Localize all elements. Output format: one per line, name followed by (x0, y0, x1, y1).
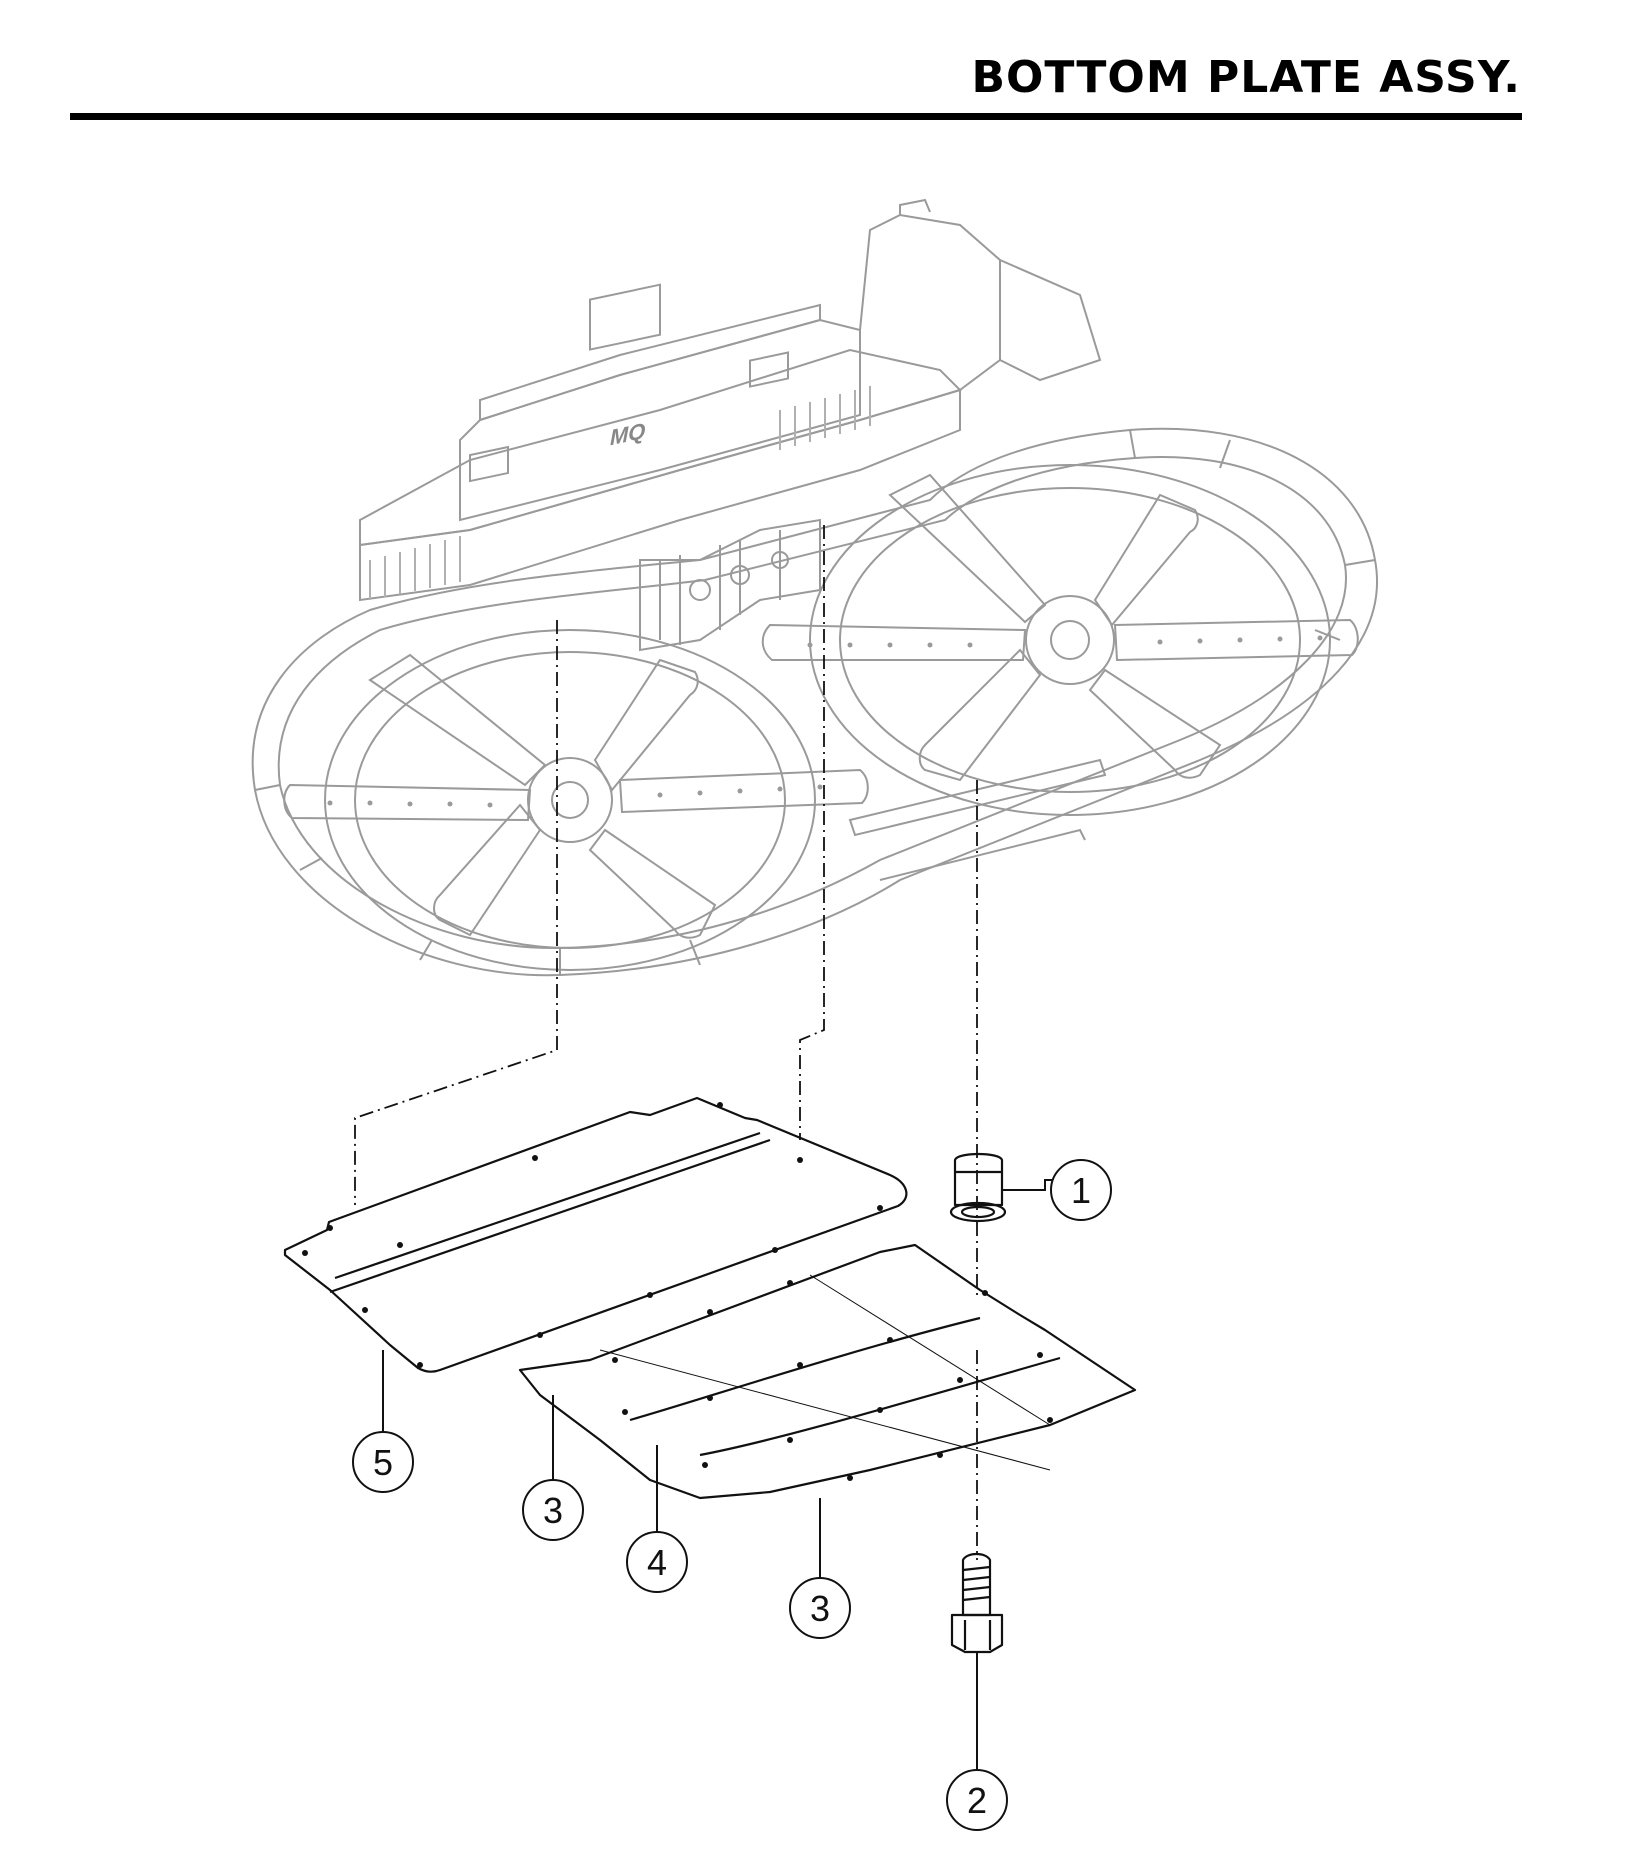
parts (283, 1096, 1137, 1654)
callout-3b-label: 3 (810, 1588, 830, 1629)
callout-2-label: 2 (967, 1780, 987, 1821)
page-title: BOTTOM PLATE ASSY. (971, 52, 1521, 103)
right-rotor-cage (809, 464, 1331, 816)
assembly-leader-lines (354, 525, 978, 1560)
callout-3b: 3 (789, 1577, 851, 1639)
callout-2: 2 (946, 1769, 1008, 1831)
callout-3a: 3 (522, 1479, 584, 1541)
lower-plate-parts-3-4 (518, 1243, 1137, 1500)
callout-1: 1 (1050, 1159, 1112, 1221)
bolt-part-2 (950, 1552, 1004, 1654)
callout-3a-label: 3 (543, 1490, 563, 1531)
left-rotor-blades (283, 653, 869, 939)
guard-ring-inner (277, 456, 1347, 950)
leader-plate5-right (799, 525, 825, 1140)
callout-5-label: 5 (373, 1442, 393, 1483)
power-trowel-machine: MQ (251, 198, 1378, 977)
right-rotor-blades (761, 473, 1359, 782)
vent-grille-left (369, 536, 461, 600)
nut-part-1 (949, 1152, 1007, 1223)
left-rotor-cage (324, 629, 816, 971)
bottom-plate-part-5 (283, 1096, 908, 1373)
brand-plate (589, 283, 661, 351)
control-tower (859, 213, 1001, 391)
callout-bubbles: 1 2 3 4 3 5 (352, 1159, 1112, 1831)
panel-seam-1 (629, 1316, 981, 1422)
skid-bar (848, 758, 1107, 837)
callout-4-label: 4 (647, 1542, 667, 1583)
vent-grille-right (779, 386, 871, 450)
callout-5: 5 (352, 1431, 414, 1493)
leader-plate5-left (354, 620, 558, 1205)
engine-block (459, 318, 861, 522)
callout-1-label: 1 (1071, 1170, 1091, 1211)
title-rule (70, 113, 1522, 120)
brand-logo-text: MQ (610, 418, 645, 450)
callout-4: 4 (626, 1531, 688, 1593)
panel-seam-2 (699, 1356, 1061, 1457)
guard-ring-outer (251, 427, 1378, 977)
callout-leaders (382, 1179, 1053, 1770)
